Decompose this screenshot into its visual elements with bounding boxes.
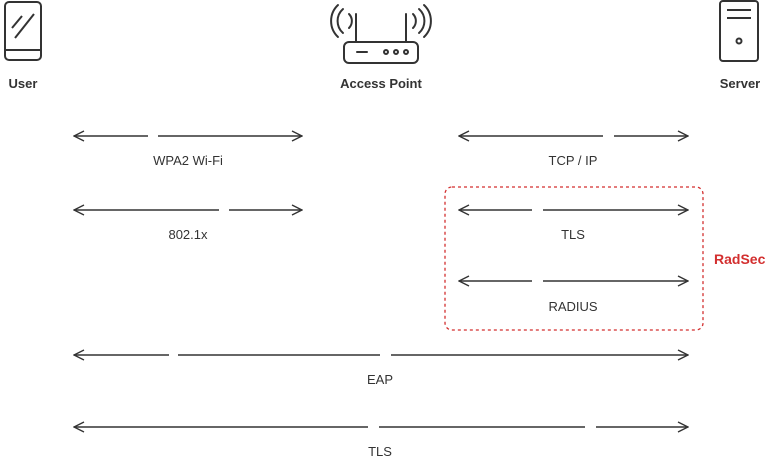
- server-tower-icon: [719, 0, 759, 62]
- radsec-label: RadSec: [714, 251, 766, 267]
- server-label: Server: [720, 76, 760, 91]
- dot1x-link-label: 802.1x: [168, 227, 208, 242]
- eap-link-label: EAP: [367, 372, 393, 387]
- wifi-router-icon: [330, 4, 432, 64]
- radius-link-label: RADIUS: [548, 299, 597, 314]
- tls-inner-link-label: TLS: [561, 227, 585, 242]
- user-label: User: [9, 76, 38, 91]
- tls-outer-link-label: TLS: [368, 444, 392, 457]
- tcpip-link-label: TCP / IP: [549, 153, 598, 168]
- smartphone-icon: [4, 1, 42, 61]
- wpa2-link-label: WPA2 Wi-Fi: [153, 153, 223, 168]
- radsec-group-box: [444, 186, 704, 331]
- access-point-label: Access Point: [340, 76, 422, 91]
